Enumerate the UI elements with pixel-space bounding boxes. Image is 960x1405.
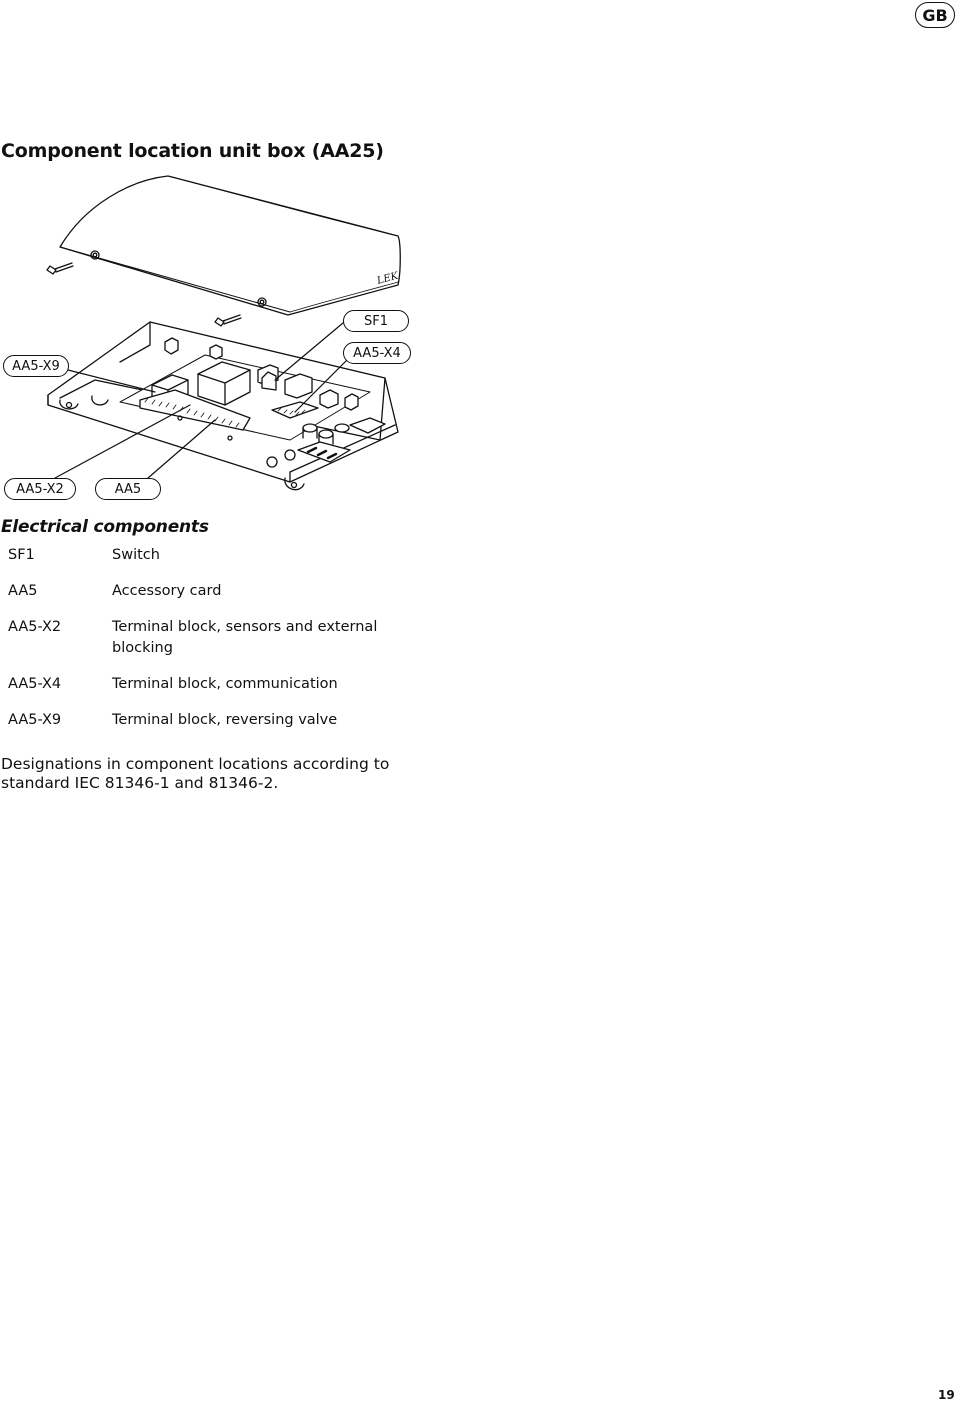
component-description: Terminal block, communication bbox=[112, 676, 338, 692]
component-code: AA5-X9 bbox=[8, 712, 62, 728]
callout-aa5: AA5 bbox=[95, 478, 161, 500]
leader-aa5-x9 bbox=[67, 369, 156, 393]
callout-aa5-x4: AA5-X4 bbox=[343, 342, 411, 364]
electrical-components-heading: Electrical components bbox=[1, 517, 209, 537]
leader-aa5 bbox=[147, 419, 216, 479]
component-code: AA5 bbox=[8, 583, 38, 599]
component-description: Terminal block, reversing valve bbox=[112, 712, 338, 728]
component-description: Accessory card bbox=[112, 583, 222, 599]
component-code: SF1 bbox=[8, 547, 35, 563]
leader-aa5-x4 bbox=[294, 354, 353, 413]
component-code: AA5-X2 bbox=[8, 619, 62, 635]
callout-aa5-x2: AA5-X2 bbox=[4, 478, 76, 500]
cover-lid bbox=[59, 175, 401, 316]
switch-sf1 bbox=[261, 371, 277, 391]
callout-sf1: SF1 bbox=[343, 310, 409, 332]
page-title: Component location unit box (AA25) bbox=[1, 140, 384, 162]
component-description: Switch bbox=[112, 547, 160, 563]
language-badge: GB bbox=[915, 2, 955, 28]
component-description: Terminal block, sensors and external blo… bbox=[112, 619, 378, 656]
component-code: AA5-X4 bbox=[8, 676, 62, 692]
leader-aa5-x2 bbox=[54, 404, 191, 479]
unit-box-figure: LEK SF1 AA5-X4 AA5-X9 AA5-X2 AA5 bbox=[0, 170, 420, 500]
leader-sf1 bbox=[274, 322, 344, 381]
page-number: 19 bbox=[938, 1388, 955, 1402]
screw-left bbox=[46, 262, 74, 275]
terminal-block-x2 bbox=[139, 389, 251, 431]
unit-box-illustration: LEK bbox=[46, 175, 401, 491]
callout-aa5-x9: AA5-X9 bbox=[3, 355, 69, 377]
designation-note: Designations in component locations acco… bbox=[1, 755, 390, 792]
terminal-block-x4 bbox=[271, 401, 319, 419]
screw-right bbox=[214, 314, 242, 327]
